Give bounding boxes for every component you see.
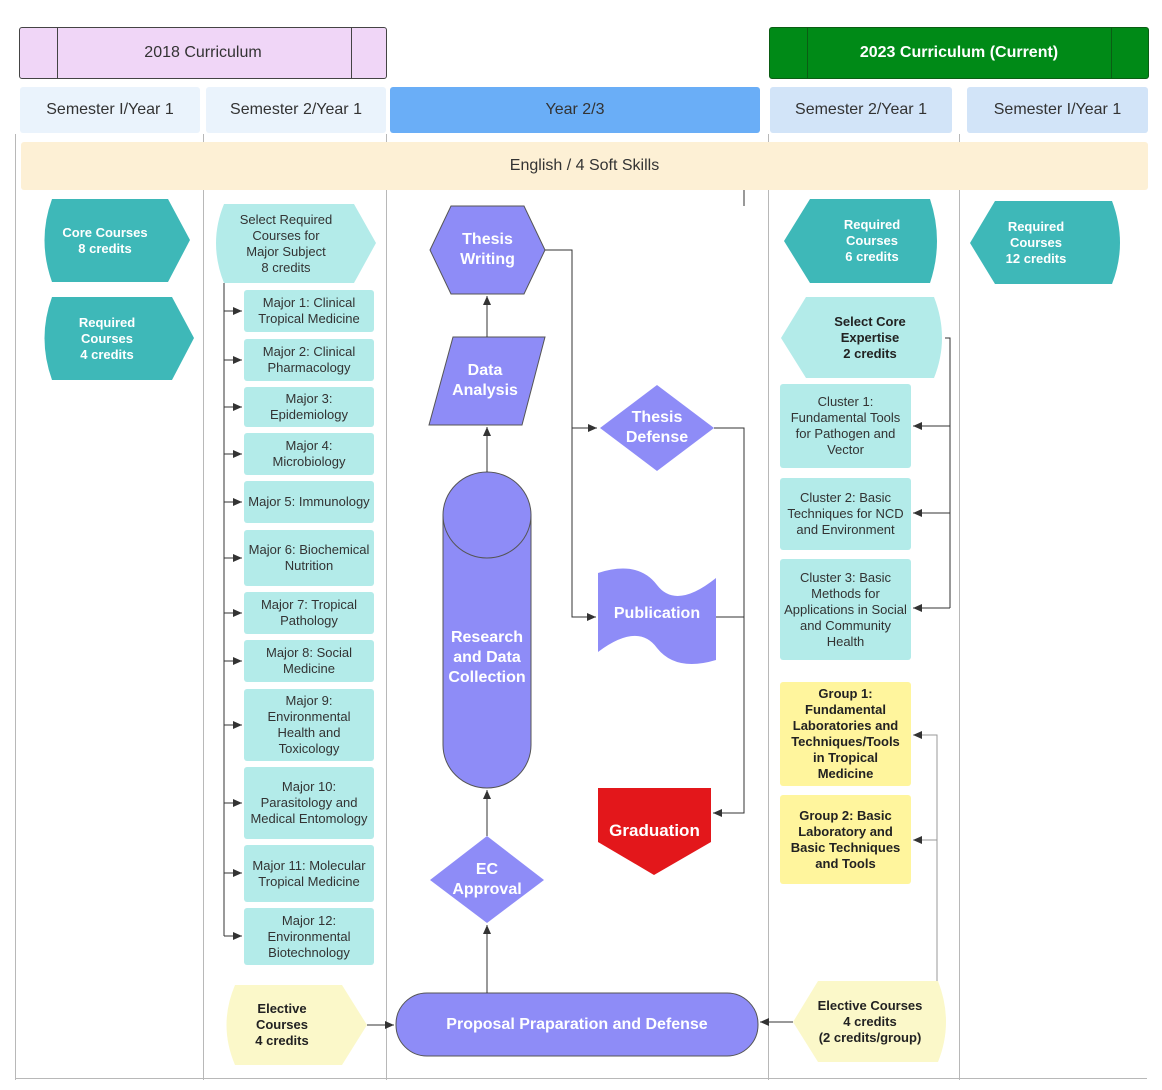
- major-2: Major 2: Clinical Pharmacology: [244, 339, 374, 381]
- select-required-shape: [216, 204, 376, 283]
- major-label: Major 12: Environmental Biotechnology: [267, 912, 351, 960]
- elective-courses-current: Elective Courses 4 credits (2 credits/gr…: [817, 997, 923, 1045]
- major-label: Major 2: Clinical Pharmacology: [262, 344, 356, 375]
- cluster-1: Cluster 1: Fundamental Tools for Pathoge…: [780, 384, 911, 468]
- lane-header-semester1-year1-2018: Semester I/Year 1: [20, 87, 200, 133]
- thesis-defense: Thesis Defense: [625, 409, 689, 446]
- major-label: Major 7: Tropical Pathology: [260, 597, 358, 628]
- lane-header-semester2-year1-2023: Semester 2/Year 1: [770, 87, 952, 133]
- major-label: Major 3: Epidemiology: [269, 391, 349, 422]
- lane-divider: [768, 134, 769, 1080]
- group-label: Group 2: Basic Laboratory and Basic Tech…: [790, 807, 901, 871]
- major-12: Major 12: Environmental Biotechnology: [244, 908, 374, 965]
- elective-current-shape: [793, 981, 946, 1062]
- banner-2018-curriculum: 2018 Curriculum: [19, 27, 387, 79]
- major-10: Major 10: Parasitology and Medical Entom…: [244, 767, 374, 839]
- banner-2018-label: 2018 Curriculum: [144, 44, 262, 61]
- major-4: Major 4: Microbiology: [244, 433, 374, 475]
- lane-header-semester1-year1-2023: Semester I/Year 1: [967, 87, 1148, 133]
- thesis-defense-shape: [600, 385, 714, 471]
- required-6-shape: [784, 199, 937, 283]
- research-cylinder-body: [442, 514, 532, 789]
- required-courses-6-credits: Required Courses 6 credits: [843, 217, 901, 264]
- core-courses-shape: [44, 199, 190, 282]
- major-label: Major 5: Immunology: [248, 494, 370, 509]
- soft-skills-label: English / 4 Soft Skills: [509, 157, 660, 174]
- lane-header-year-2-3: Year 2/3: [390, 87, 760, 133]
- lane-divider: [386, 134, 387, 1080]
- publication-shape: [598, 568, 716, 664]
- major-label: Major 8: Social Medicine: [266, 645, 352, 676]
- research-cylinder-top: [442, 471, 532, 559]
- ec-approval: EC Approval: [452, 860, 522, 898]
- group-2: Group 2: Basic Laboratory and Basic Tech…: [780, 795, 911, 884]
- publication: Publication: [613, 605, 701, 622]
- major-1: Major 1: Clinical Tropical Medicine: [244, 290, 374, 332]
- major-5: Major 5: Immunology: [244, 481, 374, 523]
- major-6: Major 6: Biochemical Nutrition: [244, 530, 374, 586]
- major-label: Major 4: Microbiology: [272, 438, 346, 469]
- major-label: Major 1: Clinical Tropical Medicine: [258, 295, 360, 326]
- major-9: Major 9: Environmental Health and Toxico…: [244, 689, 374, 761]
- major-label: Major 6: Biochemical Nutrition: [248, 542, 370, 573]
- select-required-major-courses: Select Required Courses for Major Subjec…: [239, 211, 333, 275]
- major-label: Major 10: Parasitology and Medical Entom…: [250, 779, 368, 826]
- cluster-label: Cluster 2: Basic Techniques for NCD and …: [787, 490, 904, 537]
- banner-2023-label: 2023 Curriculum (Current): [859, 44, 1059, 61]
- graduation-shape: [598, 788, 711, 875]
- banner-2023-curriculum: 2023 Curriculum (Current): [769, 27, 1149, 79]
- group-1: Group 1: Fundamental Laboratories and Te…: [780, 682, 911, 786]
- select-core-expertise: Select Core Expertise 2 credits: [834, 313, 906, 361]
- bottom-rule: [15, 1078, 1147, 1079]
- lane-divider: [959, 134, 960, 1080]
- major-7: Major 7: Tropical Pathology: [244, 592, 374, 634]
- soft-skills-bar: English / 4 Soft Skills: [21, 142, 1148, 190]
- research-and-data-collection: Research and Data Collection: [448, 629, 526, 686]
- required-courses-4-credits: Required Courses 4 credits: [78, 314, 136, 362]
- proposal-shape: [395, 992, 759, 1057]
- data-analysis: Data Analysis: [452, 362, 518, 399]
- ec-approval-shape: [430, 836, 544, 923]
- major-label: Major 9: Environmental Health and Toxico…: [267, 693, 351, 756]
- lane-header-label: Semester 2/Year 1: [795, 101, 927, 118]
- cluster-3: Cluster 3: Basic Methods for Application…: [780, 559, 911, 660]
- lane-header-semester2-year1-2018: Semester 2/Year 1: [206, 87, 386, 133]
- major-3: Major 3: Epidemiology: [244, 387, 374, 427]
- required-courses-4-shape: [44, 297, 194, 380]
- lane-header-label: Semester 2/Year 1: [230, 101, 362, 118]
- lane-divider: [203, 134, 204, 1080]
- thesis-writing-shape: [429, 205, 546, 295]
- elective-courses-old: Elective Courses 4 credits: [255, 1001, 309, 1048]
- thesis-writing: Thesis Writing: [460, 231, 515, 268]
- graduation: Graduation: [609, 821, 700, 840]
- lane-header-label: Semester I/Year 1: [993, 101, 1122, 118]
- lane-header-label: Semester I/Year 1: [46, 101, 174, 118]
- required-12-shape: [970, 201, 1120, 284]
- select-core-shape: [781, 297, 942, 378]
- elective-old-shape: [226, 985, 367, 1065]
- core-courses: Core Courses 8 credits: [62, 224, 148, 256]
- lane-divider: [15, 134, 16, 1080]
- major-11: Major 11: Molecular Tropical Medicine: [244, 845, 374, 902]
- cluster-2: Cluster 2: Basic Techniques for NCD and …: [780, 478, 911, 550]
- cluster-label: Cluster 1: Fundamental Tools for Pathoge…: [790, 394, 901, 457]
- group-label: Group 1: Fundamental Laboratories and Te…: [791, 686, 900, 781]
- major-8: Major 8: Social Medicine: [244, 640, 374, 682]
- proposal-preparation-and-defense: Proposal Praparation and Defense: [446, 1015, 708, 1033]
- lane-header-label: Year 2/3: [545, 101, 605, 118]
- required-courses-12-credits: Required Courses 12 credits: [1005, 218, 1067, 266]
- cluster-label: Cluster 3: Basic Methods for Application…: [784, 569, 907, 649]
- data-analysis-shape: [428, 336, 546, 426]
- major-label: Major 11: Molecular Tropical Medicine: [252, 857, 366, 889]
